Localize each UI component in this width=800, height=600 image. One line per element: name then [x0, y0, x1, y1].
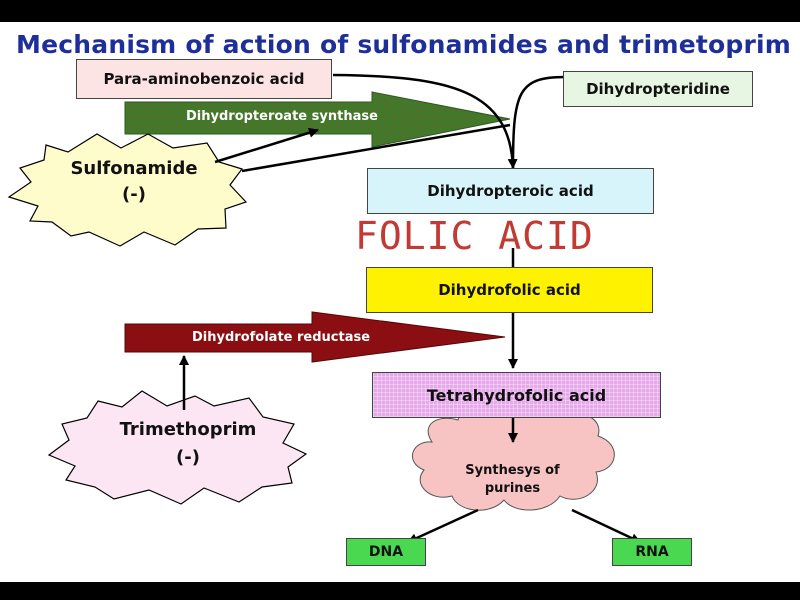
sulfonamide-burst [7, 133, 248, 247]
sulfonamide-text: Sulfonamide (-) [54, 156, 214, 208]
purines-text: Synthesys of purines [455, 462, 570, 498]
trimethoprim-text: Trimethoprim (-) [98, 416, 278, 472]
dihydropteridine-box: Dihydropteridine [563, 71, 753, 107]
rna-label: RNA [635, 544, 669, 560]
trimethoprim-burst [47, 390, 308, 505]
trimethoprim-name: Trimethoprim [119, 419, 257, 440]
tetrahydrofolic-acid-label: Tetrahydrofolic acid [426, 385, 607, 405]
dihydrofolic-acid-box: Dihydrofolic acid [366, 267, 653, 313]
purines-label: Synthesys of purines [465, 463, 560, 496]
sulfonamide-effect: (-) [122, 184, 146, 205]
arrow-paba-to-dihydropteroic [332, 73, 518, 169]
paba-label: Para-aminobenzoic acid [103, 70, 305, 88]
folic-acid-heading: FOLIC ACID [355, 214, 594, 258]
rna-box: RNA [612, 538, 692, 566]
pathway-diagram [7, 73, 641, 544]
line-sulfonamide-to-junction [241, 123, 511, 173]
dihydropteridine-label: Dihydropteridine [586, 80, 730, 98]
arrow-purines-to-dna [407, 508, 479, 544]
arrow-purines-to-rna [571, 508, 641, 544]
tetrahydrofolic-acid-box: Tetrahydrofolic acid [372, 372, 661, 418]
dihydropteroate-synthase-label: Dihydropteroate synthase [186, 109, 378, 124]
paba-box: Para-aminobenzoic acid [76, 59, 332, 99]
dna-box: DNA [346, 538, 426, 566]
sulfonamide-name: Sulfonamide [70, 158, 198, 179]
dihydropteroate-synthase-arrow [124, 91, 511, 148]
dihydrofolate-reductase-label: Dihydrofolate reductase [192, 330, 371, 345]
dihydrofolate-reductase-arrow [124, 311, 506, 363]
slide: Mechanism of action of sulfonamides and … [0, 22, 800, 582]
dihydropteroic-acid-box: Dihydropteroic acid [367, 168, 654, 214]
page-title: Mechanism of action of sulfonamides and … [16, 30, 792, 59]
arrow-sulfonamide-to-synthase [214, 127, 319, 164]
trimethoprim-effect: (-) [176, 447, 200, 468]
arrow-dihydropteridine-to-dihydropteroic [511, 75, 566, 169]
dihydrofolic-acid-label: Dihydrofolic acid [438, 281, 581, 299]
dna-label: DNA [368, 544, 404, 560]
dihydropteroic-acid-label: Dihydropteroic acid [427, 182, 594, 200]
